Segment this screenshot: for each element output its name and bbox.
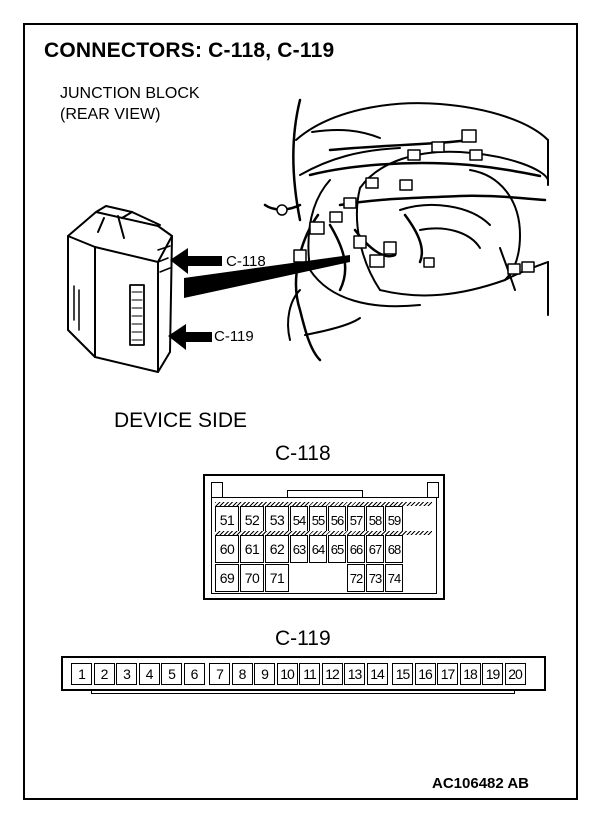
connector-c119-pin: 16 (414, 663, 436, 685)
connector-c119-pin: 14 (366, 663, 388, 685)
connector-c118-rail (215, 502, 432, 506)
connector-c119-pin: 8 (231, 663, 253, 685)
connector-c118-rail (215, 531, 432, 535)
connector-c118-left-latch (211, 482, 223, 498)
page-title: CONNECTORS: C-118, C-119 (44, 39, 335, 62)
connector-c118-pin: 53 (265, 506, 289, 534)
connector-c118-pin: 56 (328, 506, 346, 534)
connector-c118-pin: 73 (366, 564, 384, 592)
connector-c118-pin: 67 (366, 535, 384, 563)
dashboard-outline (295, 102, 549, 336)
connector-c118-pin: 65 (328, 535, 346, 563)
connector-c118-pin: 74 (385, 564, 403, 592)
callout-label-c118: C-118 (226, 253, 266, 270)
connector-c119-pin: 20 (504, 663, 526, 685)
connector-c118-pin: 52 (240, 506, 264, 534)
wiring-harness (263, 98, 547, 362)
connector-c119-pin: 11 (299, 663, 320, 685)
connector-c119-pin: 4 (138, 663, 160, 685)
junction-block-illustration (67, 98, 549, 373)
connector-c118-pin: 59 (385, 506, 403, 534)
connector-c118-pin: 51 (215, 506, 239, 534)
connector-c119-pin: 13 (344, 663, 365, 685)
connector-c118-pin: 54 (290, 506, 308, 534)
connector-c119-pin: 12 (321, 663, 343, 685)
connector-c119-pin: 3 (116, 663, 137, 685)
connector-c119-pin: 10 (276, 663, 298, 685)
connector-c118-pin: 61 (240, 535, 264, 563)
connector-c118-pin: 72 (347, 564, 365, 592)
connector-c119-pin: 18 (459, 663, 481, 685)
arrow-c118 (170, 248, 222, 274)
connector-c119-pin: 7 (209, 663, 230, 685)
connector-c118-pin: 69 (215, 564, 239, 592)
figure-code: AC106482 AB (432, 775, 529, 792)
connector-c119-pin: 19 (482, 663, 503, 685)
device-side-label: DEVICE SIDE (114, 409, 248, 432)
connector-c118-pin: 71 (265, 564, 289, 592)
connector-c119-bottom-key (91, 689, 515, 694)
connector-c118-pin: 68 (385, 535, 403, 563)
arrow-c119 (168, 324, 212, 350)
connector-c118-pin: 63 (290, 535, 308, 563)
connector-c118-pin: 66 (347, 535, 365, 563)
leader-wedge (184, 255, 350, 298)
connector-c118-pin: 58 (366, 506, 384, 534)
connector-c118-pin: 64 (309, 535, 327, 563)
callout-arrows (168, 248, 350, 350)
subtitle-line-1: JUNCTION BLOCK (60, 85, 200, 102)
subtitle-line-2: (REAR VIEW) (60, 106, 161, 123)
connector-c118-pin: 55 (309, 506, 327, 534)
callout-label-c119: C-119 (214, 328, 254, 345)
connector-c118-right-latch (427, 482, 439, 498)
connector-c119-title: C-119 (275, 627, 331, 650)
connector-c118-pin: 60 (215, 535, 239, 563)
connector-c118-pin: 62 (265, 535, 289, 563)
connector-c119-pin: 5 (161, 663, 182, 685)
connector-c119-pin: 9 (254, 663, 275, 685)
connector-c118-pin: 57 (347, 506, 365, 534)
connector-c119-pin: 1 (71, 663, 92, 685)
connector-c118-pin: 70 (240, 564, 264, 592)
connector-c119-pin: 17 (437, 663, 458, 685)
subtitle: JUNCTION BLOCK (REAR VIEW) (60, 83, 200, 125)
connector-c119-pin: 2 (93, 663, 115, 685)
connector-c119-pin: 6 (183, 663, 205, 685)
connector-c119-pin: 15 (392, 663, 413, 685)
junction-block-box (67, 205, 173, 373)
connector-c118-title: C-118 (275, 442, 331, 465)
